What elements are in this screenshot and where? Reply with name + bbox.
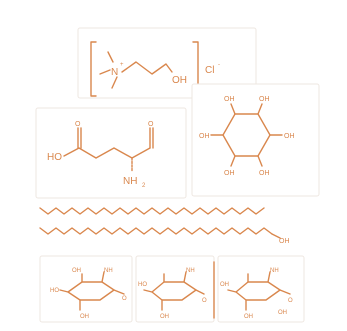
methyl-bonds [99,51,118,89]
sugar3-oh-a: OH [220,282,229,288]
aldehyde-carbonyl [149,127,154,149]
ammonium-n-label: N [111,67,118,78]
chain-end-bond [271,233,281,239]
sugar-panel-3 [217,255,305,323]
polysaccharide-structure: HO NH OH O OH HO NH O OH OH NH O OH OH [39,255,305,323]
sugar3-oh-c: OH [278,310,287,316]
inositol-structure: OH OH OH OH OH OH [191,83,320,197]
inositol-oh-2: OH [259,96,270,103]
sugar2-o: O [202,298,207,304]
inositol-oh-1: OH [224,96,235,103]
sugar1-o: O [122,296,127,302]
carboxyl-ho-label: HO [47,152,62,163]
sugar1-ho: HO [50,288,59,294]
backbone-chain [63,147,151,159]
sugar1-oh-b: OH [80,314,89,320]
sugar3-o: O [288,298,293,304]
ethanol-chain [121,61,173,75]
amine-subscript: 2 [142,183,146,189]
choline-hydroxyl: OH [172,75,187,86]
sugar-bonds-3 [227,271,291,311]
sugar2-oh: OH [160,314,169,320]
inositol-oh-4: OH [259,170,270,177]
sugar-bonds-2 [143,271,205,311]
sugar3-oh-b: OH [244,314,253,320]
sugar-panel-2 [135,255,215,323]
chloride-charge: - [218,62,220,68]
sugar1-nh: NH [104,268,113,274]
aldehyde-o-label: O [148,121,154,128]
sugar3-nh: NH [270,268,279,274]
amine-label: NH [123,176,137,187]
inositol-oh-3: OH [284,133,295,140]
chain-upper [39,207,265,215]
ammonium-charge: + [120,62,124,68]
carboxyl-o-label: O [75,121,81,128]
sugar2-ho: HO [138,282,147,288]
inositol-panel [191,83,320,197]
inositol-oh-6: OH [199,133,210,140]
glutamate-panel [35,107,187,199]
chloride-label: Cl [205,65,214,76]
choline-chloride-structure: N + OH Cl - [77,27,257,99]
sugar-panel-1 [39,255,133,323]
alcohol-hydroxyl: OH [279,238,290,245]
sugar1-oh-a: OH [72,268,81,274]
glutamate-semialdehyde-structure: O HO O NH 2 [35,107,187,199]
long-chain-alcohol-structure: OH [39,207,290,245]
carboxyl-carbonyl [77,127,82,149]
sugar2-nh: NH [186,268,195,274]
left-bracket [90,41,97,97]
choline-panel [77,27,257,99]
chain-lower [39,227,273,235]
sugar-bonds-1 [59,271,125,311]
ring-hydroxyl-bonds [210,103,283,167]
inositol-oh-5: OH [224,170,235,177]
